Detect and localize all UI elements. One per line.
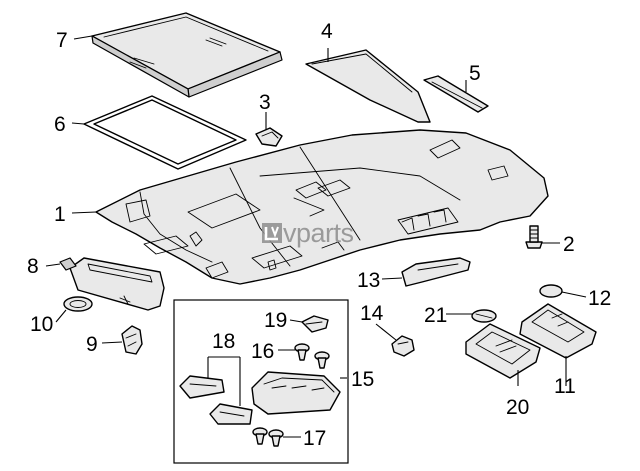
callout-2[interactable]: 2	[563, 233, 575, 256]
callout-11[interactable]: 11	[554, 375, 576, 398]
lamp-bulb-21[interactable]	[471, 309, 497, 323]
visor-holder[interactable]	[121, 325, 143, 355]
callout-14[interactable]: 14	[360, 302, 384, 325]
callout-21[interactable]: 21	[424, 304, 447, 327]
callout-16[interactable]: 16	[251, 340, 274, 363]
map-lamp[interactable]	[519, 303, 597, 359]
callout-17[interactable]: 17	[303, 427, 326, 450]
callout-9[interactable]: 9	[86, 333, 98, 356]
callout-18[interactable]: 18	[212, 330, 235, 353]
overhead-console[interactable]	[251, 371, 341, 415]
push-fastener-16a[interactable]	[294, 343, 310, 361]
callout-19[interactable]: 19	[264, 309, 287, 332]
trim-garnish[interactable]	[423, 75, 489, 113]
push-fastener-16b[interactable]	[314, 351, 330, 369]
console-bracket-b[interactable]	[209, 403, 253, 425]
leader-lines	[45, 35, 587, 438]
console-clip-19[interactable]	[301, 315, 329, 333]
callout-20[interactable]: 20	[506, 396, 529, 419]
watermark-text: vparts	[283, 218, 354, 248]
overhead-console-assembly	[173, 299, 349, 464]
console-bracket-a[interactable]	[179, 375, 225, 399]
callout-7[interactable]: 7	[56, 29, 68, 52]
handle-clip[interactable]	[391, 335, 415, 357]
callout-4[interactable]: 4	[321, 20, 333, 43]
push-fastener-17a[interactable]	[252, 427, 268, 445]
callout-12[interactable]: 12	[588, 287, 611, 310]
assist-handle[interactable]	[401, 257, 471, 287]
callout-5[interactable]: 5	[469, 62, 481, 85]
callout-8[interactable]: 8	[27, 255, 39, 278]
sun-visor[interactable]	[59, 257, 165, 311]
callout-15[interactable]: 15	[351, 368, 374, 391]
sunroof-seal-frame[interactable]	[83, 95, 247, 170]
lamp-bulb-12[interactable]	[539, 284, 563, 298]
rear-trim-panel[interactable]	[305, 49, 431, 123]
callout-3[interactable]: 3	[259, 91, 271, 114]
dome-lamp[interactable]	[465, 323, 541, 379]
callout-13[interactable]: 13	[357, 269, 380, 292]
lv-logo-icon	[262, 223, 282, 243]
headliner-panel[interactable]	[95, 129, 549, 285]
retainer-clip-2[interactable]	[525, 225, 543, 249]
callout-1[interactable]: 1	[54, 203, 66, 226]
sunroof-shade-panel[interactable]	[91, 12, 283, 98]
callout-labels: 7 6 4 5 3 1 2 8 10 9 13 14 21 12 20 11 1…	[27, 20, 611, 450]
callout-6[interactable]: 6	[54, 113, 66, 136]
callout-10[interactable]: 10	[30, 313, 53, 336]
retainer-clip-3[interactable]	[255, 127, 283, 147]
push-fastener-17b[interactable]	[268, 429, 284, 447]
visor-ring[interactable]	[63, 296, 93, 312]
